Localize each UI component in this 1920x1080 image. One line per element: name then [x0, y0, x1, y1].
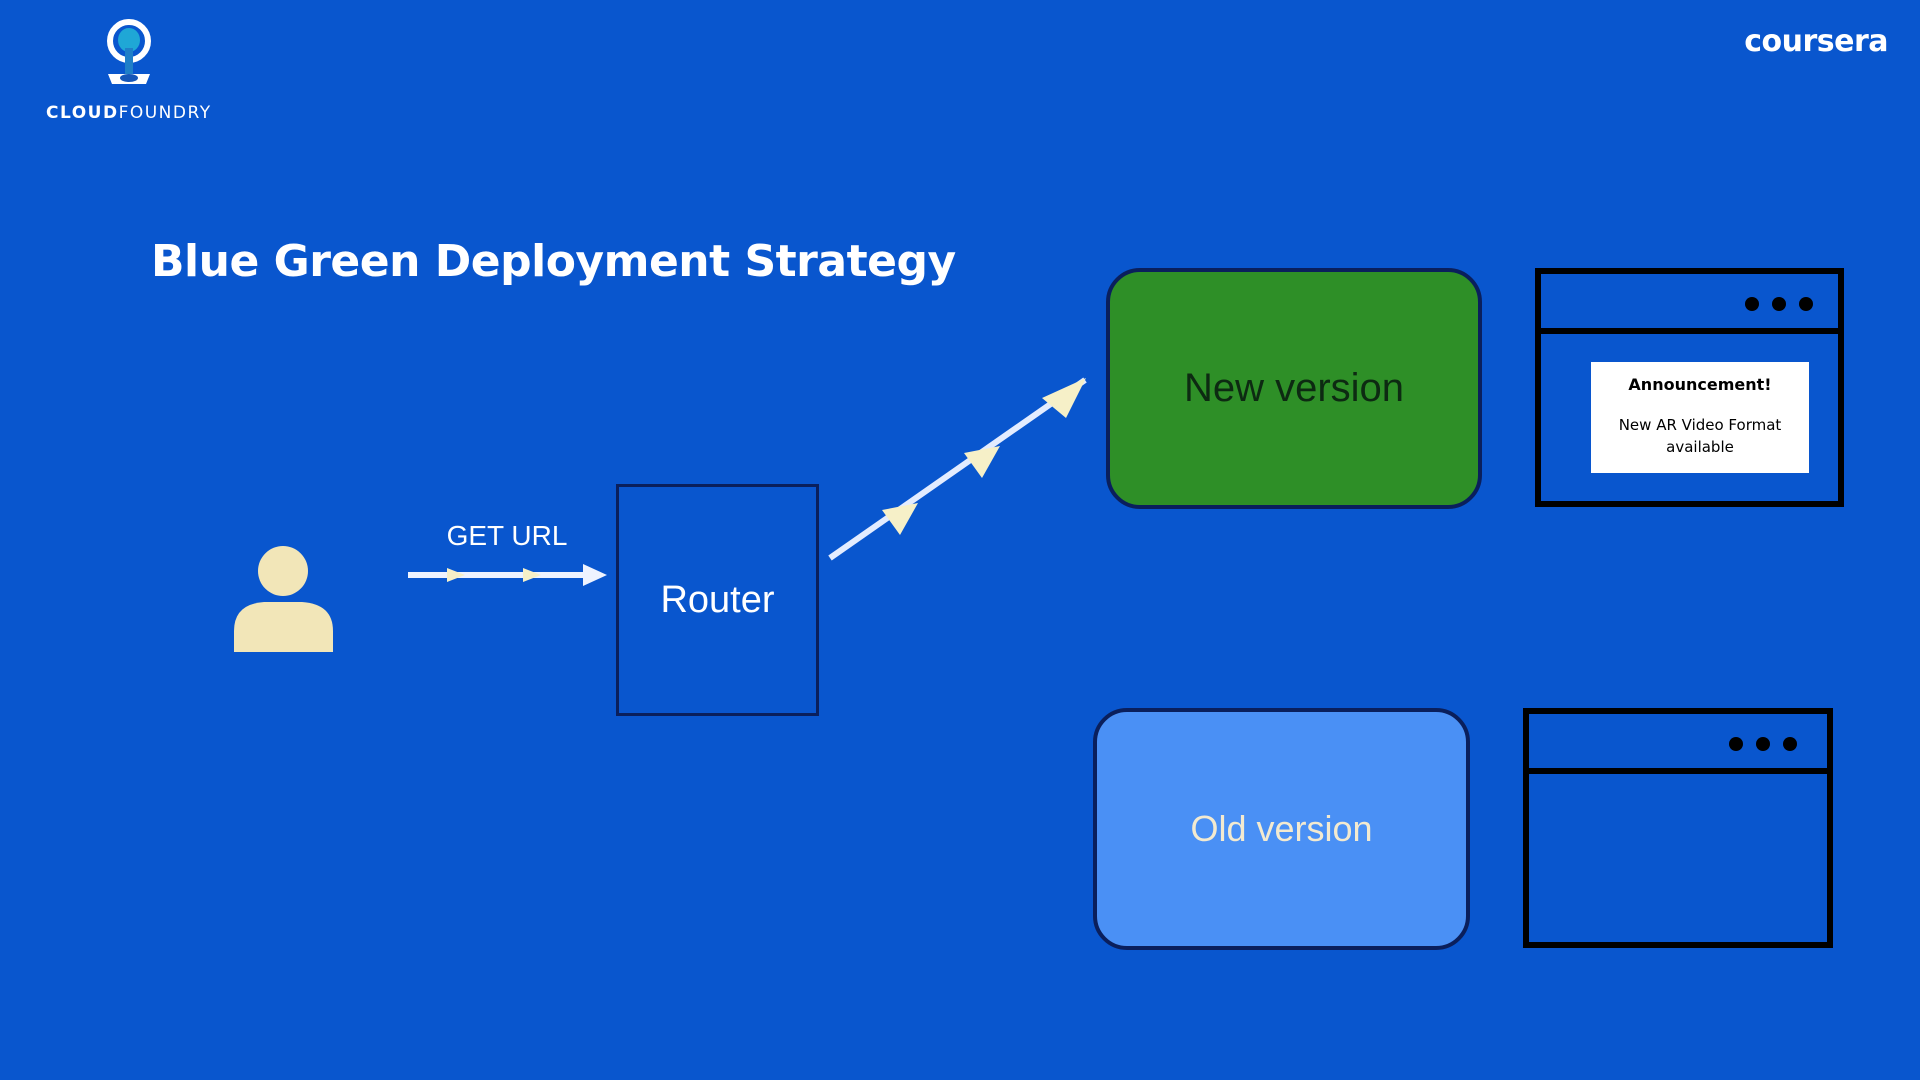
router-box: Router — [616, 484, 819, 716]
slide-title: Blue Green Deployment Strategy — [151, 236, 956, 287]
cloud-foundry-wordmark: CLOUDFOUNDRY — [46, 103, 212, 123]
window-dot-icon — [1783, 737, 1797, 751]
coursera-logo: coursera — [1744, 24, 1888, 59]
cloud-foundry-logo-icon — [107, 19, 151, 84]
old-version-browser-window — [1523, 708, 1833, 948]
window-title-bar — [1541, 274, 1838, 334]
old-version-box: Old version — [1093, 708, 1470, 950]
new-version-browser-window — [1535, 268, 1844, 507]
new-version-box: New version — [1106, 268, 1482, 509]
announcement-card: Announcement! New AR Video Format availa… — [1591, 362, 1809, 473]
window-dot-icon — [1756, 737, 1770, 751]
user-icon — [234, 546, 333, 652]
routing-arrow-icon — [828, 377, 1087, 561]
window-dot-icon — [1799, 297, 1813, 311]
announcement-title: Announcement! — [1628, 375, 1772, 394]
announcement-body: New AR Video Format available — [1618, 416, 1782, 456]
window-dot-icon — [1772, 297, 1786, 311]
window-dot-icon — [1745, 297, 1759, 311]
window-title-bar — [1529, 714, 1827, 774]
window-dot-icon — [1729, 737, 1743, 751]
get-url-label: GET URL — [446, 520, 568, 551]
request-arrow-icon — [408, 564, 607, 586]
